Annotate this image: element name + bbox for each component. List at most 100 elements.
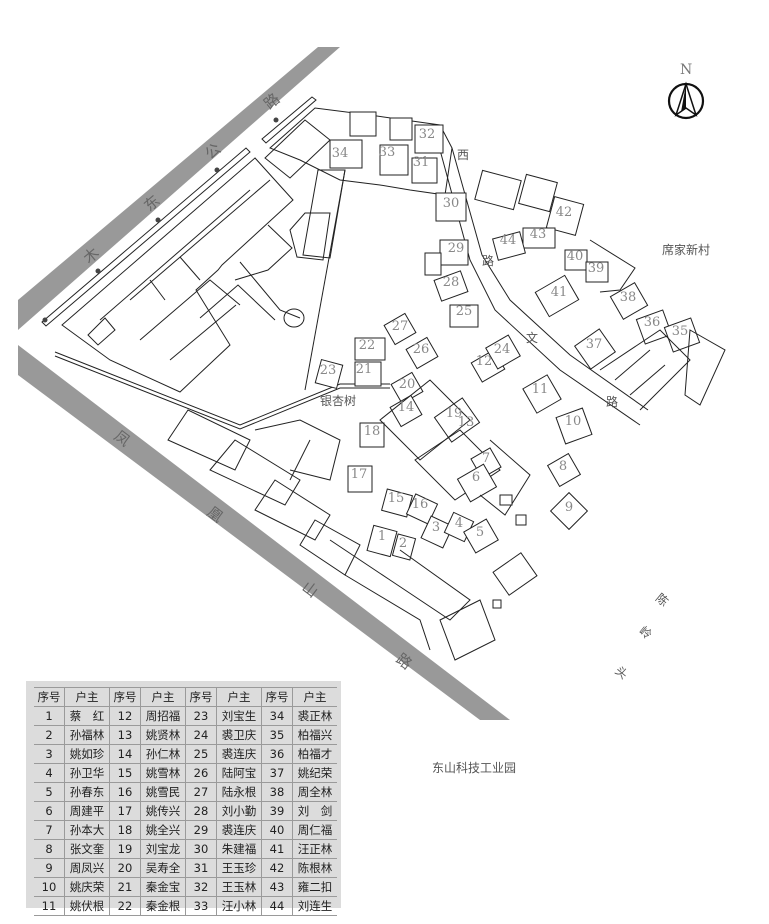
house-number-label: 43 [530, 227, 547, 242]
owner-cell: 陈根林 [292, 858, 337, 878]
owner-cell: 姚庆荣 [64, 877, 110, 897]
serial-cell: 19 [109, 839, 141, 859]
house-number-label: 22 [359, 338, 376, 353]
east-road-label-1: 陈 [653, 590, 672, 609]
owner-cell: 裘连庆 [216, 744, 262, 764]
north-road [18, 47, 340, 330]
street-mark-2: 路 [482, 253, 494, 268]
owner-cell: 刘 剑 [292, 801, 337, 821]
owner-cell: 陆永根 [216, 782, 262, 802]
south-block [167, 409, 496, 661]
house-number-label: 1 [378, 529, 386, 544]
header-owner: 户主 [140, 687, 186, 707]
house-number-label: 36 [644, 315, 661, 330]
house-number-label: 12 [476, 354, 493, 369]
house-number-label: 4 [455, 516, 463, 531]
owner-cell: 刘宝龙 [140, 839, 186, 859]
owner-cell: 蔡 红 [64, 706, 110, 726]
house-number-label: 6 [472, 470, 480, 485]
serial-cell: 40 [261, 820, 293, 840]
house-number-label: 30 [443, 196, 460, 211]
owner-cell: 孙福林 [64, 725, 110, 745]
owner-cell: 柏福兴 [292, 725, 337, 745]
houses-central [314, 312, 593, 609]
owner-cell: 朱建福 [216, 839, 262, 859]
owner-cell: 秦金宝 [140, 877, 186, 897]
header-owner: 户主 [292, 687, 337, 707]
owner-cell: 周招福 [140, 706, 186, 726]
serial-cell: 2 [34, 725, 65, 745]
serial-cell: 27 [185, 782, 217, 802]
owner-cell: 雍二扣 [292, 877, 337, 897]
owner-cell: 姚如珍 [64, 744, 110, 764]
house-number-label: 15 [388, 491, 405, 506]
main-street-west-edge [439, 149, 641, 426]
serial-cell: 17 [109, 801, 141, 821]
house-number-label: 37 [586, 337, 603, 352]
house-number-label: 42 [556, 205, 573, 220]
serial-cell: 37 [261, 763, 293, 783]
house-number-label: 31 [413, 155, 430, 170]
header-serial: 序号 [261, 687, 293, 707]
owner-table-header: 序号 户主 序号 户主 序号 户主 序号 户主 [34, 687, 337, 707]
house-number-label: 17 [351, 467, 368, 482]
owner-cell: 裘连庆 [216, 820, 262, 840]
serial-cell: 25 [185, 744, 217, 764]
house-number-label: 2 [399, 536, 407, 551]
house-number-label: 3 [432, 520, 440, 535]
east-road-label-2: 岭 [636, 624, 654, 642]
north-label: N [680, 62, 692, 78]
north-sidewalk [41, 96, 317, 327]
house-number-label: 32 [419, 127, 436, 142]
serial-cell: 15 [109, 763, 141, 783]
house-number-label: 16 [412, 497, 429, 512]
serial-cell: 34 [261, 706, 293, 726]
serial-cell: 10 [34, 877, 65, 897]
owner-cell: 王玉珍 [216, 858, 262, 878]
owner-cell: 姚纪荣 [292, 763, 337, 783]
owner-cell: 孙卫华 [64, 763, 110, 783]
ginkgo-lane-edge [54, 355, 390, 430]
house-number-label: 20 [399, 377, 416, 392]
house-number-label: 27 [392, 319, 409, 334]
industrial-park-label: 东山科技工业园 [432, 761, 516, 775]
small-lot-north [264, 119, 331, 179]
street-mark-4: 路 [606, 394, 618, 409]
owner-cell: 姚雪林 [140, 763, 186, 783]
owner-cell: 汪正林 [292, 839, 337, 859]
serial-cell: 16 [109, 782, 141, 802]
owner-cell: 孙本大 [64, 820, 110, 840]
owner-cell: 姚伏根 [64, 896, 110, 916]
house-number-label: 5 [476, 525, 484, 540]
owner-cell: 孙春东 [64, 782, 110, 802]
owner-cell: 姚传兴 [140, 801, 186, 821]
owner-cell: 秦金根 [140, 896, 186, 916]
owner-cell: 周仁福 [292, 820, 337, 840]
street-mark-3: 文 [526, 330, 538, 345]
tree-markers [42, 117, 279, 323]
house-number-label: 34 [332, 146, 349, 161]
serial-cell: 22 [109, 896, 141, 916]
owner-cell: 吴寿全 [140, 858, 186, 878]
house-number-label: 26 [413, 342, 430, 357]
owner-cell: 周建平 [64, 801, 110, 821]
serial-cell: 29 [185, 820, 217, 840]
houses-east [534, 274, 726, 411]
serial-cell: 30 [185, 839, 217, 859]
house-number-label: 7 [482, 451, 490, 466]
owner-cell: 裘卫庆 [216, 725, 262, 745]
owner-cell: 裘正林 [292, 706, 337, 726]
street-mark-1: 西 [457, 148, 469, 162]
owner-cell: 姚全兴 [140, 820, 186, 840]
owner-cell: 王玉林 [216, 877, 262, 897]
